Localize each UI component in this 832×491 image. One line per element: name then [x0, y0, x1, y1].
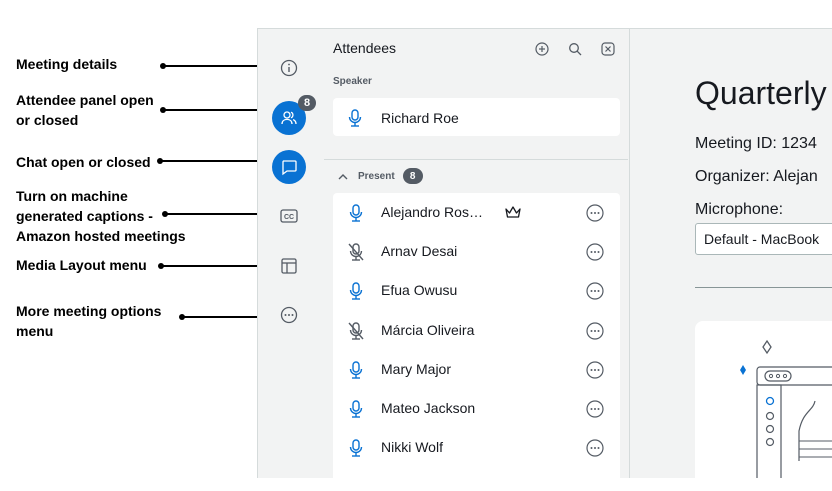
callout-line	[160, 160, 264, 162]
more-options-icon	[586, 282, 604, 300]
microphone-icon	[349, 361, 363, 379]
callout-line	[161, 265, 263, 267]
host-crown-icon	[505, 206, 521, 218]
present-count-badge: 8	[402, 168, 423, 184]
more-options-icon	[586, 361, 604, 379]
attendee-row[interactable]: Mateo Jackson	[333, 389, 620, 428]
attendee-row[interactable]: Nikki Wolf	[333, 428, 620, 467]
microphone-icon	[348, 109, 362, 127]
more-options-icon	[586, 204, 604, 222]
attendees-icon	[281, 111, 297, 125]
meeting-title: Quarterly	[695, 75, 827, 111]
callout-line	[163, 109, 263, 111]
close-icon	[600, 41, 615, 56]
add-icon	[534, 41, 549, 56]
meeting-id: Meeting ID: 1234	[695, 135, 817, 152]
attendee-name: Arnav Desai	[381, 243, 458, 260]
speaker-section-label: Speaker	[333, 76, 372, 87]
attendee-name: Márcia Oliveira	[381, 321, 475, 338]
attendee-row[interactable]: Márcia Oliveira	[333, 311, 620, 350]
callout-label: Attendee panel open or closed	[16, 92, 154, 128]
meeting-illustration	[695, 321, 832, 478]
callout-label: Meeting details	[16, 56, 118, 72]
divider	[695, 287, 832, 288]
microphone-muted-icon	[348, 243, 364, 261]
attendee-name: Efua Owusu	[381, 282, 458, 299]
microphone-icon	[349, 439, 363, 457]
present-section-label: Present	[358, 170, 395, 182]
chevron-up-icon	[338, 173, 348, 179]
attendee-panel-toggle[interactable]: 8	[272, 95, 316, 135]
captions-button[interactable]: CC	[276, 203, 302, 229]
panel-title: Attendees	[333, 40, 397, 56]
callout-label: Turn on machine generated captions - Ama…	[16, 188, 186, 244]
close-panel-button[interactable]	[600, 41, 615, 56]
microphone-icon	[349, 282, 363, 301]
meeting-organizer: Organizer: Alejan	[695, 168, 818, 185]
microphone-icon	[349, 400, 363, 418]
callout-line	[163, 65, 263, 67]
attendee-count-badge: 8	[298, 95, 316, 111]
speaker-name: Richard Roe	[381, 110, 459, 126]
more-options-icon	[586, 243, 604, 261]
chat-toggle[interactable]	[272, 150, 306, 184]
callout-label: More meeting options menu	[16, 303, 162, 339]
info-icon	[280, 59, 298, 77]
microphone-select[interactable]: Default - MacBook	[695, 223, 832, 255]
present-section-toggle[interactable]: Present 8	[338, 167, 423, 185]
more-options-button[interactable]	[276, 302, 302, 328]
meeting-app-window: 8 CC Attendees Speaker	[257, 28, 832, 478]
illustration-graphic	[740, 339, 832, 478]
callout-label: Chat open or closed	[16, 154, 151, 170]
attendee-name: Mary Major	[381, 360, 452, 377]
chat-icon	[282, 160, 297, 176]
meeting-details-button[interactable]	[276, 55, 302, 81]
attendees-panel: Attendees Speaker Richard Roe Present 8 …	[324, 29, 628, 478]
attendee-name: Mateo Jackson	[381, 400, 476, 416]
attendee-name: Alejandro Ros…	[381, 204, 483, 220]
attendee-row[interactable]: Efua Owusu	[333, 271, 620, 310]
callout-line	[182, 316, 264, 318]
speaker-row[interactable]: Richard Roe	[333, 98, 620, 136]
more-options-icon	[586, 321, 604, 340]
attendee-row[interactable]: Alejandro Ros…	[333, 193, 620, 232]
microphone-icon	[349, 204, 363, 222]
microphone-muted-icon	[348, 321, 364, 340]
more-options-icon	[586, 439, 604, 457]
more-options-icon	[586, 400, 604, 418]
microphone-label: Microphone:	[695, 201, 784, 218]
callout-line	[165, 213, 263, 215]
media-layout-button[interactable]	[276, 253, 302, 279]
panel-actions	[534, 41, 615, 56]
attendee-row[interactable]: Mary Major	[333, 350, 620, 389]
attendee-name: Nikki Wolf	[381, 439, 443, 456]
search-attendees-button[interactable]	[567, 41, 582, 56]
callout-label: Media Layout menu	[16, 257, 147, 273]
closed-captions-icon: CC	[280, 209, 298, 223]
meeting-details-pane: Quarterly Meeting ID: 1234 Organizer: Al…	[629, 29, 832, 478]
more-options-icon	[280, 306, 298, 324]
search-icon	[568, 42, 581, 55]
svg-text:CC: CC	[284, 214, 294, 221]
add-attendee-button[interactable]	[534, 41, 549, 56]
divider	[324, 159, 628, 160]
layout-icon	[281, 258, 297, 274]
attendee-row[interactable]: Arnav Desai	[333, 232, 620, 271]
